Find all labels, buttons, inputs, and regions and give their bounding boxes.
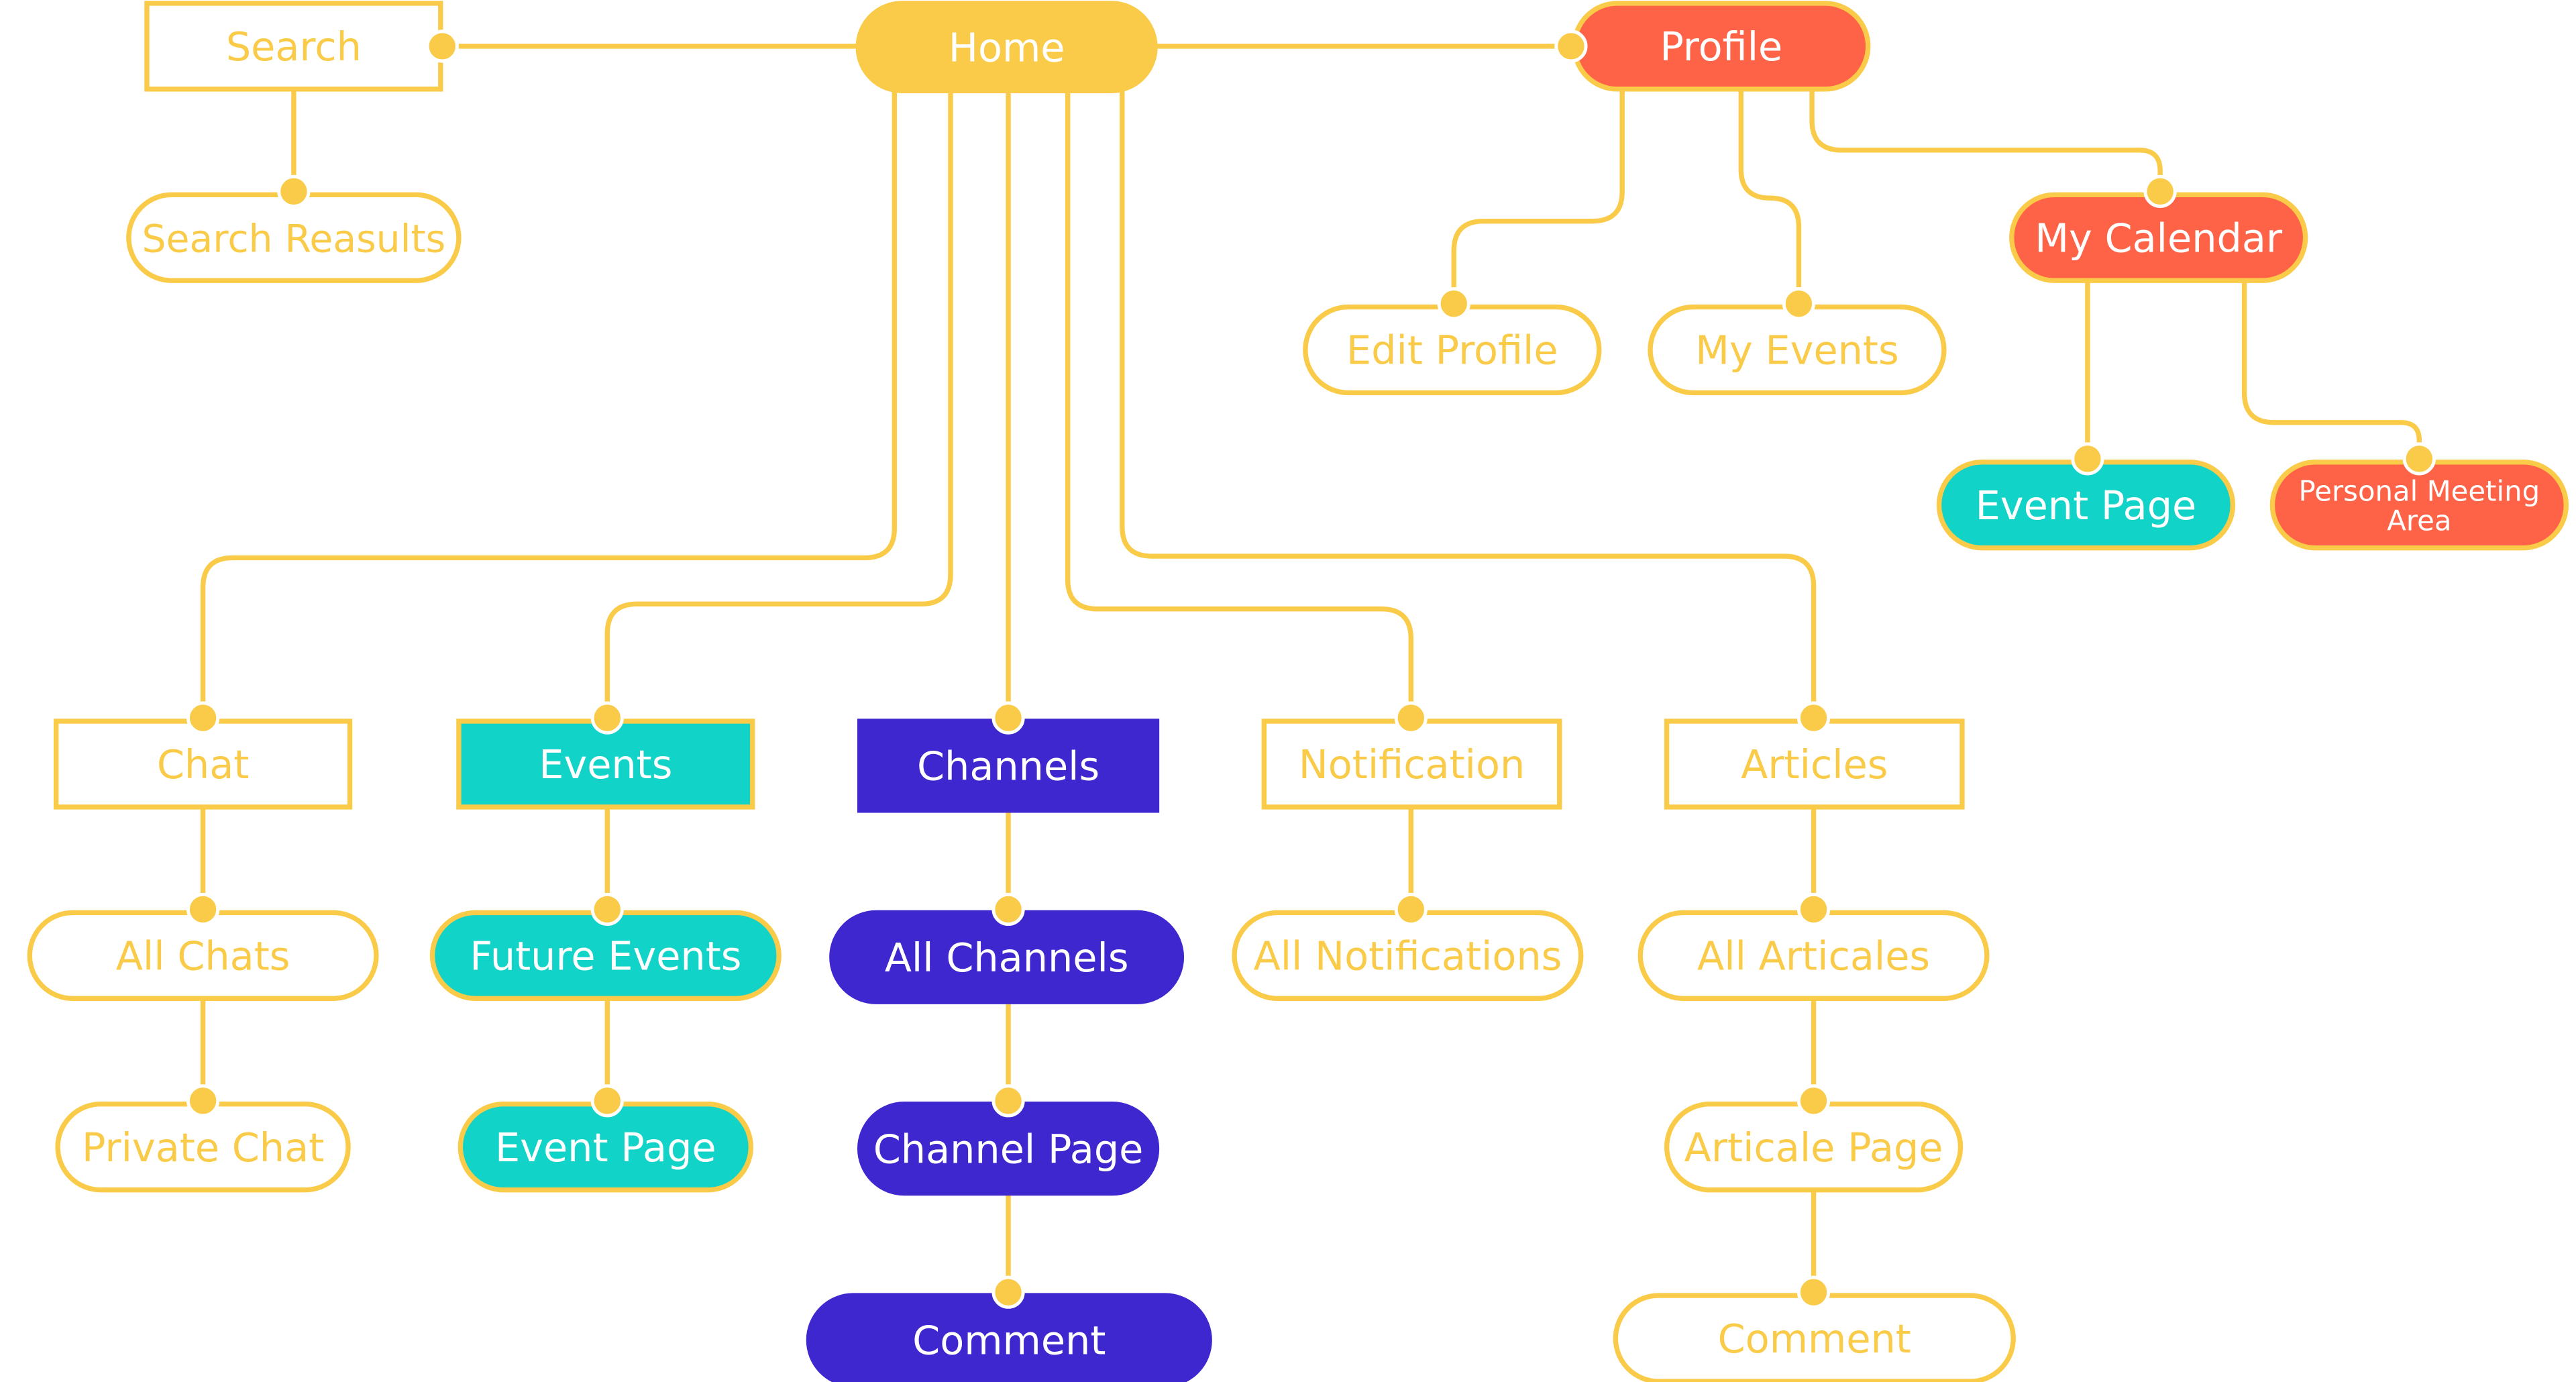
connector-lines: [200, 44, 2422, 1293]
node-label: Events: [539, 741, 672, 788]
node-future-events: Future Events: [429, 910, 782, 1001]
node-label: Future Events: [470, 933, 741, 979]
connector-dots: [186, 30, 2436, 1309]
connector-dot: [590, 701, 624, 735]
connector-dot: [1796, 1084, 1831, 1118]
node-label: Event Page: [1976, 482, 2197, 529]
node-label: Notification: [1299, 741, 1525, 788]
node-profile: Profile: [1572, 1, 1871, 92]
node-box: [456, 719, 755, 810]
connector-dot: [991, 892, 1025, 926]
node-my-calendar: My Calendar: [2009, 192, 2308, 283]
node-label: Articale Page: [1684, 1124, 1943, 1171]
connector-dot: [590, 1084, 624, 1118]
node-events-event-page: Event Page: [458, 1102, 753, 1193]
node-label: Comment: [1718, 1316, 1911, 1362]
node-label: Chat: [157, 741, 249, 788]
connector-articles: [1120, 91, 1817, 719]
node-label: Search: [226, 23, 362, 70]
node-label: All Articales: [1697, 933, 1930, 979]
connector-dot: [991, 1084, 1025, 1118]
node-channel-comment: Comment: [806, 1293, 1212, 1382]
node-all-notifications: All Notifications: [1232, 910, 1584, 1001]
node-calendar-event-page: Event Page: [1936, 460, 2236, 551]
connector-dot: [1782, 287, 1816, 321]
connector-dot: [1796, 701, 1831, 735]
node-label: All Notifications: [1253, 933, 1562, 979]
node-label: My Calendar: [2035, 215, 2283, 261]
node-label: My Events: [1695, 327, 1898, 374]
node-private-chat: Private Chat: [55, 1102, 351, 1193]
node-channel-page: Channel Page: [857, 1102, 1160, 1196]
connector-dot: [1394, 701, 1428, 735]
connector-notification: [1065, 91, 1413, 719]
connector-personal-meeting-area: [2241, 280, 2422, 459]
node-events: Events: [456, 719, 755, 810]
connector-dot: [1796, 1275, 1831, 1309]
connector-dot: [2071, 442, 2104, 476]
connector-my-calendar: [1809, 89, 2163, 192]
connector-dot: [2143, 174, 2177, 208]
node-search: Search: [144, 1, 443, 92]
connector-dot: [590, 892, 624, 926]
node-label: Comment: [912, 1318, 1106, 1364]
connector-events: [604, 91, 953, 719]
connector-dot: [186, 1084, 220, 1118]
node-article-page: Articale Page: [1664, 1102, 1964, 1193]
node-label-line2: Area: [2387, 504, 2451, 537]
node-label: All Channels: [885, 935, 1129, 981]
node-box: [144, 1, 443, 92]
node-box: [1261, 719, 1562, 810]
connector-dot: [1796, 892, 1831, 926]
node-label: All Chats: [116, 933, 290, 979]
node-label: Profile: [1660, 23, 1782, 70]
node-label: Event Page: [495, 1124, 716, 1171]
node-home: Home: [855, 1, 1158, 93]
connector-dot: [186, 892, 220, 926]
connector-my-events: [1738, 89, 1802, 304]
connector-chat: [200, 91, 898, 719]
connector-dot: [1437, 287, 1470, 321]
node-all-channels: All Channels: [829, 910, 1185, 1004]
node-label: Articles: [1741, 741, 1888, 788]
node-article-comment: Comment: [1613, 1293, 2016, 1382]
connector-edit-profile: [1451, 89, 1625, 304]
connector-dot: [1394, 892, 1428, 926]
node-label: Channels: [917, 743, 1099, 790]
connector-dot: [425, 30, 459, 63]
node-box: [855, 1, 1158, 93]
node-my-events: My Events: [1648, 304, 1947, 396]
connector-dot: [2402, 442, 2436, 476]
node-label: Search Reasults: [142, 217, 446, 261]
node-all-articles: All Articales: [1638, 910, 1990, 1001]
node-label: Channel Page: [873, 1126, 1144, 1172]
node-notification: Notification: [1261, 719, 1562, 810]
node-search-results: Search Reasults: [126, 192, 462, 283]
connector-dot: [186, 701, 220, 735]
connector-dot: [991, 701, 1025, 735]
node-label: Personal Meeting: [2299, 474, 2540, 507]
connector-dot: [277, 174, 311, 208]
node-label: Private Chat: [82, 1124, 324, 1171]
connector-dot: [1554, 30, 1588, 63]
node-label: Edit Profile: [1346, 327, 1558, 374]
node-label: Home: [949, 24, 1065, 70]
node-edit-profile: Edit Profile: [1303, 304, 1602, 396]
node-channels: Channels: [857, 719, 1160, 813]
connector-dot: [991, 1275, 1025, 1309]
